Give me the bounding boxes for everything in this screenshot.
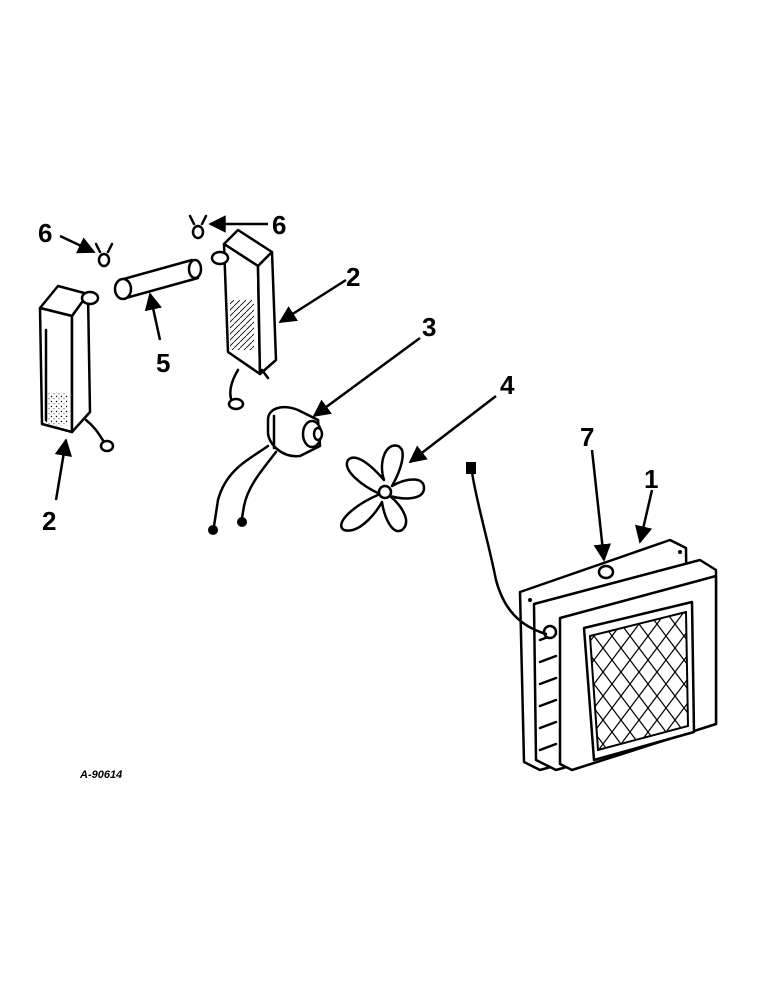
callout-clamp-right: 6	[272, 210, 286, 240]
heater-core-left	[38, 284, 115, 453]
callout-heater-core-left: 2	[42, 506, 56, 536]
fan-blade	[340, 444, 426, 533]
leader-lines	[54, 215, 654, 562]
hose-clamp-right	[188, 214, 208, 240]
figure-id: A-90614	[79, 769, 122, 781]
heater-core-right	[210, 228, 278, 411]
housing-cap	[597, 564, 615, 580]
callout-clamp-left: 6	[38, 218, 52, 248]
callout-heater-core-right: 2	[346, 262, 360, 292]
callout-hose: 5	[156, 348, 170, 378]
hose	[113, 258, 203, 301]
callout-heater-housing: 1	[644, 464, 658, 494]
blower-motor	[208, 406, 324, 535]
callout-cap: 7	[580, 422, 594, 452]
heater-housing	[466, 462, 718, 772]
hose-clamp-left	[94, 242, 114, 268]
callout-fan: 4	[500, 370, 515, 400]
callout-motor: 3	[422, 312, 436, 342]
